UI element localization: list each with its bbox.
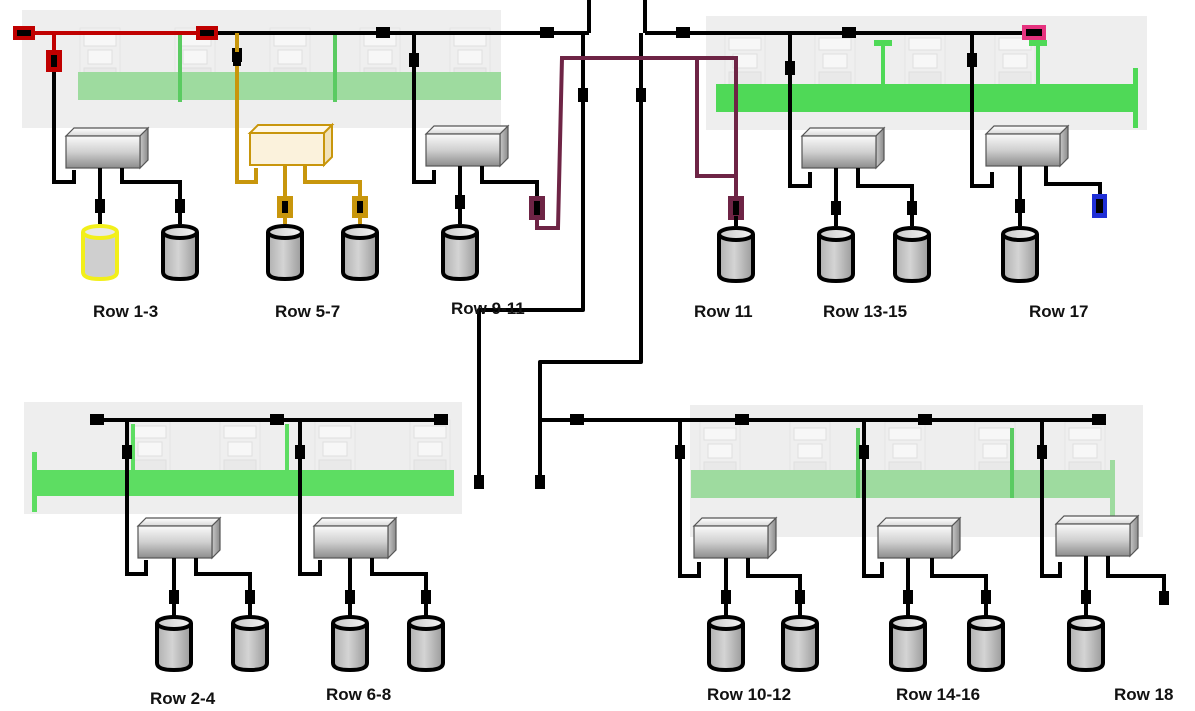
storage-drum[interactable]: [155, 615, 193, 672]
row-label-5-7: Row 5-7: [275, 302, 340, 321]
storage-drum[interactable]: [893, 226, 931, 283]
row-label-14-16: Row 14-16: [896, 685, 980, 704]
storage-drum[interactable]: [967, 615, 1005, 672]
storage-drum[interactable]: [1067, 615, 1105, 672]
storage-drum[interactable]: [161, 224, 199, 281]
row-label-1-3: Row 1-3: [93, 302, 158, 321]
group-row-11: [717, 216, 755, 283]
storage-drum[interactable]: [781, 615, 819, 672]
group-row-5-7: [233, 33, 379, 281]
storage-drum[interactable]: [407, 615, 445, 672]
group-row-18: [1037, 420, 1169, 672]
storage-drum[interactable]: [331, 615, 369, 672]
purple-path: [529, 56, 744, 230]
group-row-9-11: [409, 33, 539, 281]
storage-drum[interactable]: [707, 615, 745, 672]
rack-panel-row-10-18: [690, 405, 1143, 537]
storage-drum[interactable]: [1001, 226, 1039, 283]
row-label-10-12: Row 10-12: [707, 685, 791, 704]
storage-drum[interactable]: [441, 224, 479, 281]
storage-drum[interactable]: [341, 224, 379, 281]
group-row-1-3: [52, 33, 199, 282]
row-label-18: Row 18: [1114, 685, 1174, 704]
storage-drum[interactable]: [231, 615, 269, 672]
highlighted-drum[interactable]: [81, 224, 119, 282]
group-row-2-4: [122, 420, 269, 672]
pink-marker: [1022, 25, 1046, 40]
group-row-14-16: [859, 420, 1005, 672]
row-label-17: Row 17: [1029, 302, 1089, 321]
group-row-10-12: [675, 420, 819, 672]
group-row-17: [967, 33, 1107, 283]
storage-drum[interactable]: [266, 224, 304, 281]
group-row-6-8: [295, 420, 445, 672]
row-label-13-15: Row 13-15: [823, 302, 907, 321]
row-label-6-8: Row 6-8: [326, 685, 391, 704]
storage-drum[interactable]: [889, 615, 927, 672]
row-label-11: Row 11: [694, 302, 753, 321]
red-path: [13, 26, 218, 72]
group-row-13-15: [785, 33, 931, 283]
storage-drum[interactable]: [817, 226, 855, 283]
row-label-2-4: Row 2-4: [150, 689, 216, 708]
row-label-9-11: Row 9-11: [451, 299, 525, 318]
rack-panel-row-1-11: [22, 10, 501, 128]
blue-marker: [1092, 194, 1107, 218]
storage-drum[interactable]: [717, 226, 755, 283]
